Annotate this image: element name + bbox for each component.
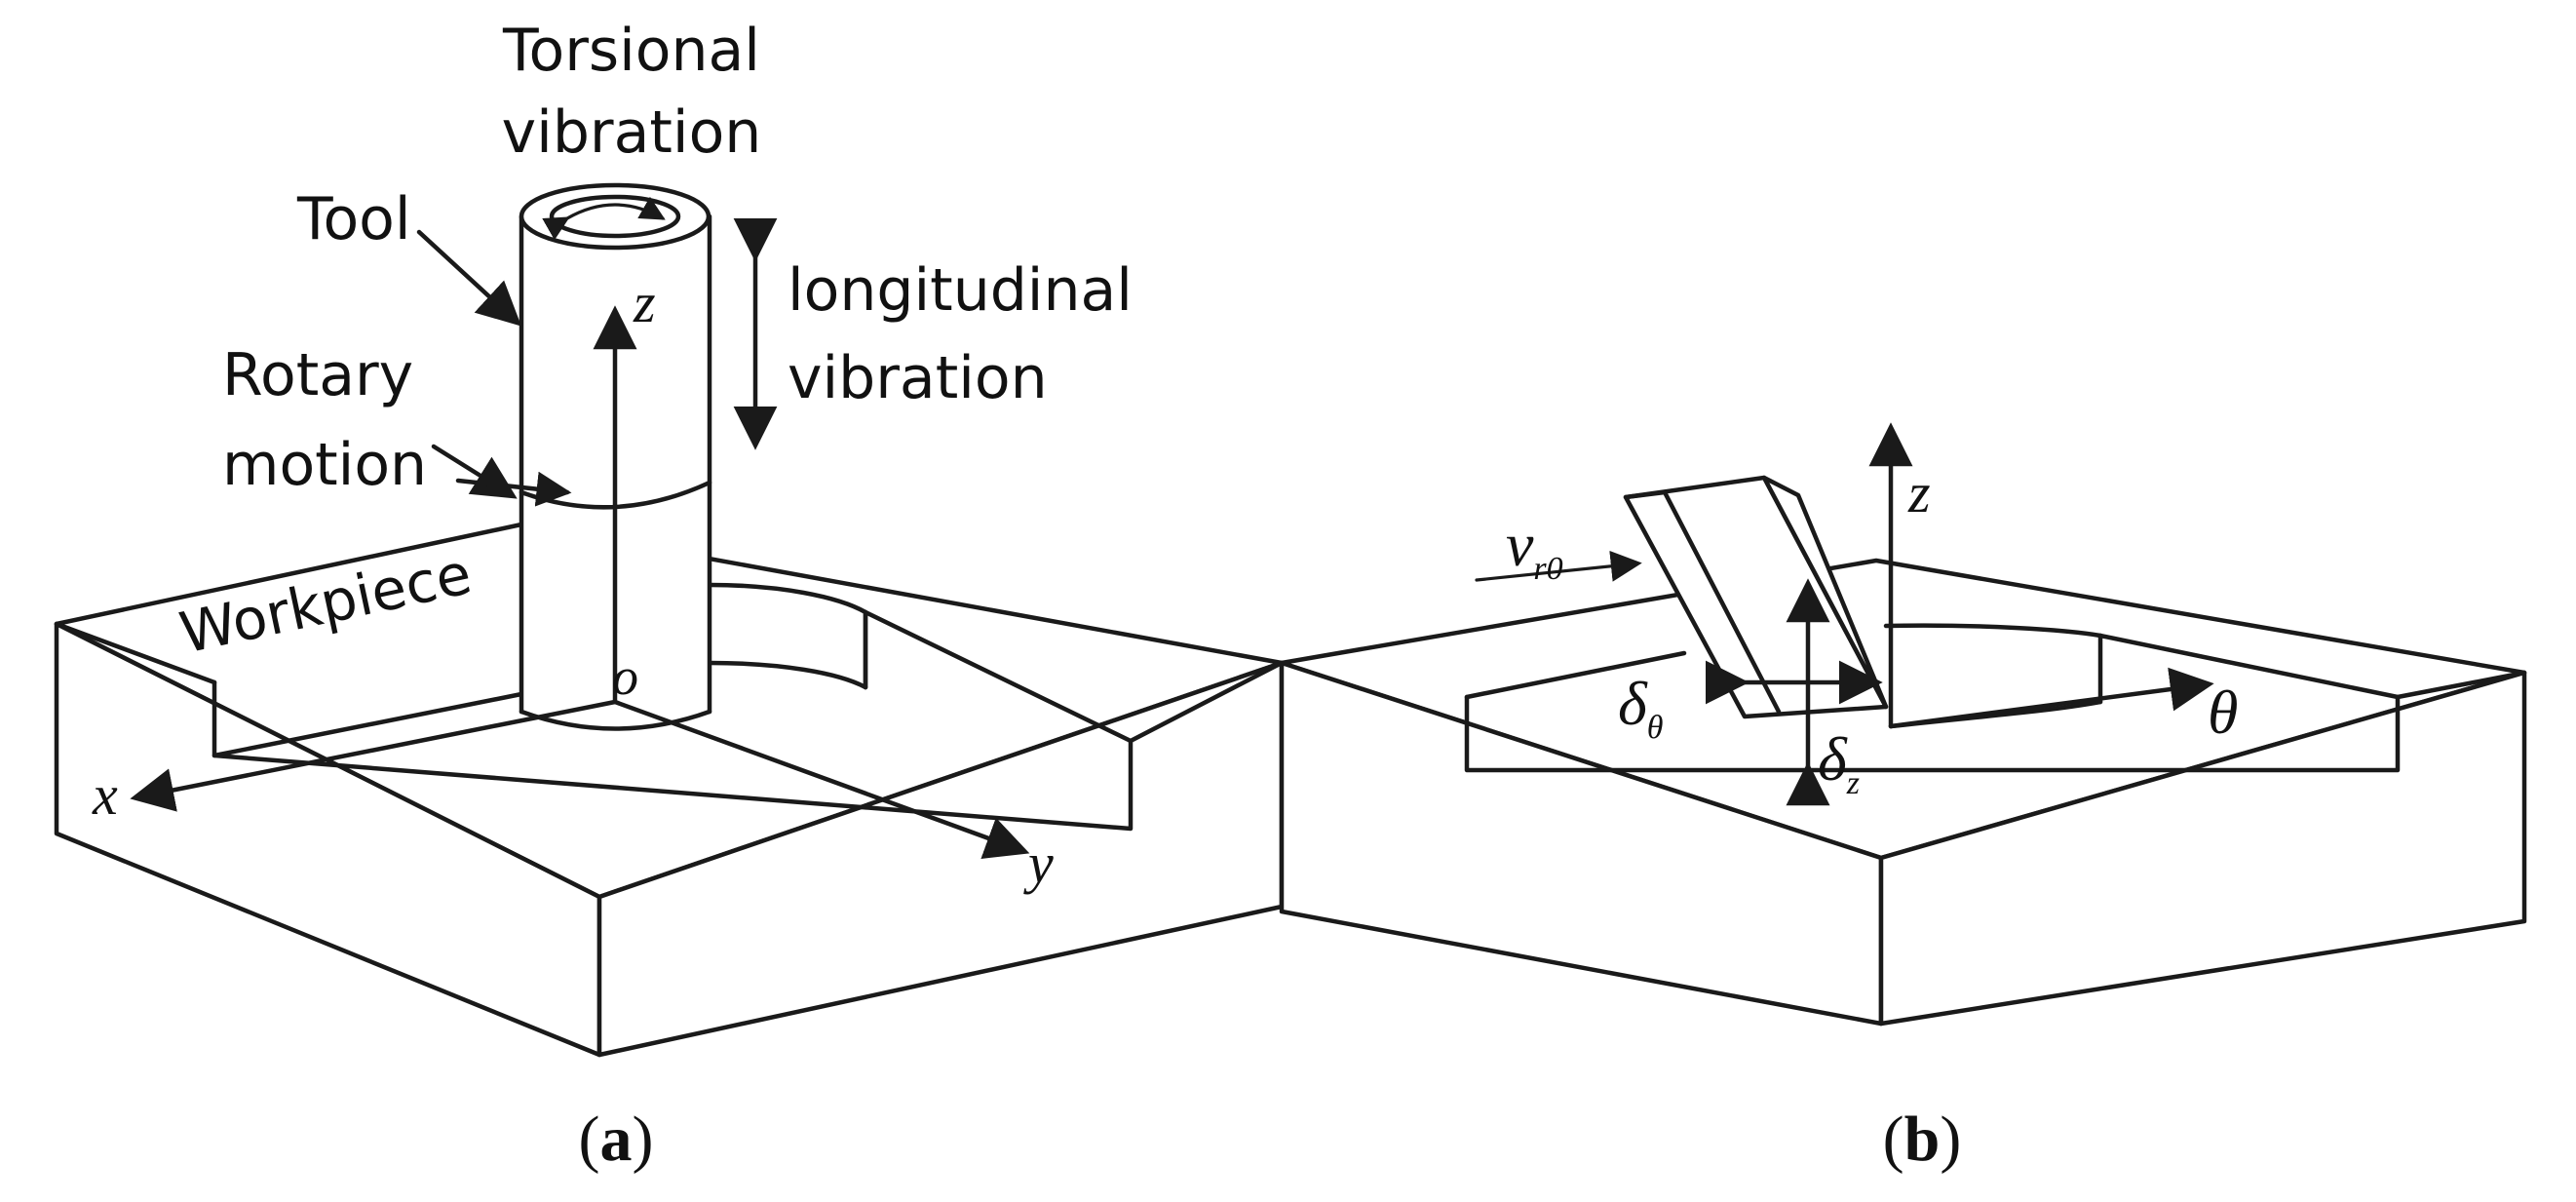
groove-b-back-edge: [2097, 633, 2401, 700]
symbol-delta-theta: δθ: [1618, 669, 1663, 746]
label-motion: motion: [222, 431, 427, 499]
caption-a: (a): [579, 1104, 654, 1175]
symbol-delta-z: δz: [1818, 724, 1860, 801]
pocket-b-edge-right: [2395, 670, 2527, 700]
pocket-inner-wall: [211, 679, 1134, 832]
axis-label-y: y: [1023, 832, 1054, 895]
rotary-motion-arrow: [455, 471, 572, 507]
workpiece-b-right-face: [1878, 670, 2527, 1027]
label-rotary: Rotary: [222, 341, 413, 409]
caption-b: (b): [1883, 1104, 1962, 1175]
pocket-floor-back-left: [211, 691, 524, 758]
axis-label-z: z: [633, 271, 656, 334]
label-torsional: Torsional: [502, 17, 760, 85]
theta-axis-arrow: [1888, 667, 2214, 729]
tool-pointer-arrow: [416, 229, 521, 327]
label-tool: Tool: [296, 185, 411, 253]
panel-b: vr0 z δθ δz θ (b): [1279, 422, 2527, 1175]
symbol-theta: θ: [2208, 678, 2238, 747]
pocket-edge-right: [1128, 660, 1285, 744]
groove-back-edge: [863, 609, 1134, 744]
prism-top-edge: [1623, 489, 1668, 500]
axis-label-origin: o: [612, 647, 638, 706]
workpiece-block-b: [1279, 558, 2527, 1027]
pocket-b-inner-wall: [1464, 694, 2401, 773]
label-longitudinal-vibration: vibration: [788, 344, 1048, 412]
tool-bottom-ellipse: [519, 709, 712, 731]
torsional-arrow-icon: [542, 196, 666, 241]
machined-groove-curve: [707, 582, 868, 690]
machined-groove-floor: [707, 660, 868, 690]
velocity-arrow: [1475, 550, 1642, 582]
panel-a: Torsional vibration Tool Rotary motion l…: [54, 17, 1285, 1175]
pocket-b-back-left: [1464, 650, 1687, 700]
axis-label-x: x: [92, 763, 118, 827]
rotary-pointer-arrow: [431, 444, 518, 499]
axis-label-z-b: z: [1907, 461, 1931, 524]
symbol-v: vr0: [1506, 510, 1563, 587]
pocket-edge-left: [54, 621, 217, 685]
groove-b-curve: [1883, 623, 2103, 705]
label-longitudinal: longitudinal: [788, 256, 1133, 325]
label-torsional-vibration: vibration: [502, 98, 762, 167]
x-axis-arrow: [130, 699, 618, 812]
y-axis-arrow: [612, 699, 1030, 860]
